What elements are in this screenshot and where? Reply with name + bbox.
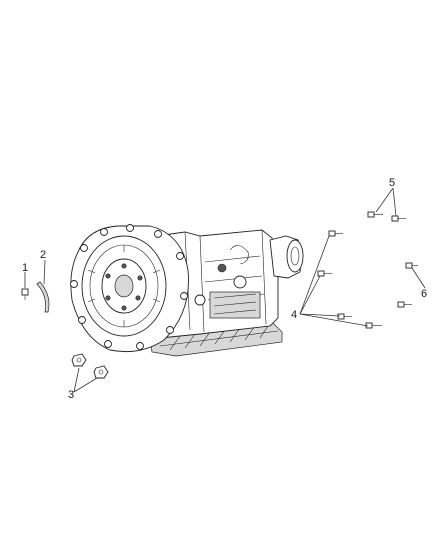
transmission-assembly [70, 224, 304, 357]
part-3-nuts [71, 353, 109, 379]
callout-6: 6 [421, 288, 427, 300]
leader-lines [24, 187, 426, 393]
callout-2: 2 [40, 249, 46, 261]
part-1-bolt [21, 288, 29, 300]
callout-1: 1 [22, 262, 28, 274]
part-6-bolts [397, 262, 418, 308]
part-2-dust-shield [36, 281, 50, 313]
callout-5: 5 [389, 177, 395, 189]
part-5-bolts [367, 211, 406, 222]
callout-4: 4 [291, 309, 297, 321]
torque-converter [81, 235, 167, 337]
connector [217, 263, 227, 273]
callout-3: 3 [68, 389, 74, 401]
part-4-bolts [317, 230, 382, 329]
